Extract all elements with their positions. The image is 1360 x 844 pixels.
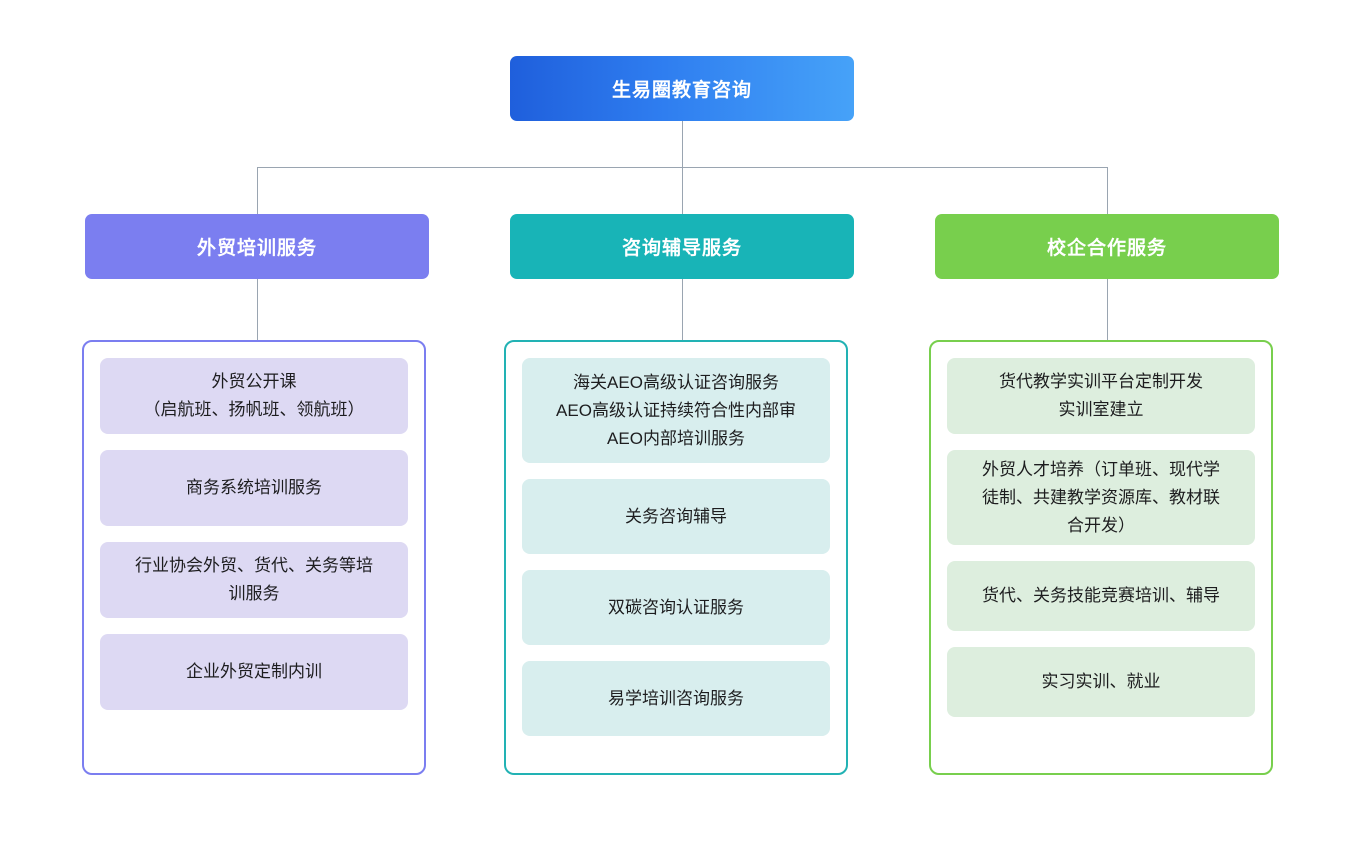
- category-header-外贸培训服务[interactable]: 外贸培训服务: [85, 214, 429, 279]
- connector-group-2: [1107, 279, 1108, 340]
- leaf-line: 行业协会外贸、货代、关务等培: [135, 556, 373, 575]
- leaf-line: 易学培训咨询服务: [608, 688, 744, 708]
- leaf-line: 外贸公开课: [211, 372, 297, 391]
- connector-branch-0: [257, 167, 258, 214]
- leaf-line: 双碳咨询认证服务: [608, 597, 744, 617]
- leaf-line: 货代教学实训平台定制开发: [999, 372, 1203, 391]
- leaf-line: 外贸人才培养（订单班、现代学: [982, 459, 1220, 479]
- leaf-line: 合开发）: [1067, 515, 1135, 535]
- leaf-line: 企业外贸定制内训: [186, 662, 322, 681]
- leaf-item[interactable]: 行业协会外贸、货代、关务等培 训服务: [100, 542, 408, 618]
- leaf-line: AEO高级认证持续符合性内部审: [556, 400, 796, 420]
- group-box-0: 外贸公开课 （启航班、扬帆班、领航班） 商务系统培训服务 行业协会外贸、货代、关…: [82, 340, 426, 775]
- leaf-item[interactable]: 关务咨询辅导: [522, 479, 830, 554]
- leaf-line: 货代、关务技能竞赛培训、辅导: [982, 586, 1220, 605]
- leaf-line: AEO内部培训服务: [607, 428, 745, 448]
- group-box-1: 海关AEO高级认证咨询服务 AEO高级认证持续符合性内部审 AEO内部培训服务 …: [504, 340, 848, 775]
- leaf-item[interactable]: 货代、关务技能竞赛培训、辅导: [947, 561, 1255, 631]
- category-header-咨询辅导服务[interactable]: 咨询辅导服务: [510, 214, 854, 279]
- group-box-2: 货代教学实训平台定制开发 实训室建立 外贸人才培养（订单班、现代学 徒制、共建教…: [929, 340, 1273, 775]
- root-node[interactable]: 生易圈教育咨询: [510, 56, 854, 121]
- connector-branch-1: [682, 167, 683, 214]
- category-header-校企合作服务[interactable]: 校企合作服务: [935, 214, 1279, 279]
- leaf-item[interactable]: 货代教学实训平台定制开发 实训室建立: [947, 358, 1255, 434]
- leaf-line: 商务系统培训服务: [186, 478, 322, 497]
- leaf-item[interactable]: 企业外贸定制内训: [100, 634, 408, 710]
- leaf-item[interactable]: 易学培训咨询服务: [522, 661, 830, 736]
- leaf-item[interactable]: 外贸公开课 （启航班、扬帆班、领航班）: [100, 358, 408, 434]
- leaf-line: 海关AEO高级认证咨询服务: [573, 372, 779, 392]
- leaf-item[interactable]: 商务系统培训服务: [100, 450, 408, 526]
- leaf-line: 实训室建立: [1058, 400, 1144, 419]
- leaf-line: 关务咨询辅导: [625, 506, 727, 526]
- leaf-item[interactable]: 海关AEO高级认证咨询服务 AEO高级认证持续符合性内部审 AEO内部培训服务: [522, 358, 830, 463]
- leaf-line: 实习实训、就业: [1041, 672, 1161, 691]
- leaf-item[interactable]: 实习实训、就业: [947, 647, 1255, 717]
- connector-group-0: [257, 279, 258, 340]
- connector-group-1: [682, 279, 683, 340]
- connector-root-stem: [682, 121, 683, 167]
- leaf-line: （启航班、扬帆班、领航班）: [143, 400, 365, 419]
- leaf-item[interactable]: 双碳咨询认证服务: [522, 570, 830, 645]
- leaf-item[interactable]: 外贸人才培养（订单班、现代学 徒制、共建教学资源库、教材联 合开发）: [947, 450, 1255, 545]
- leaf-line: 训服务: [228, 584, 280, 603]
- leaf-line: 徒制、共建教学资源库、教材联: [982, 487, 1220, 507]
- connector-branch-2: [1107, 167, 1108, 214]
